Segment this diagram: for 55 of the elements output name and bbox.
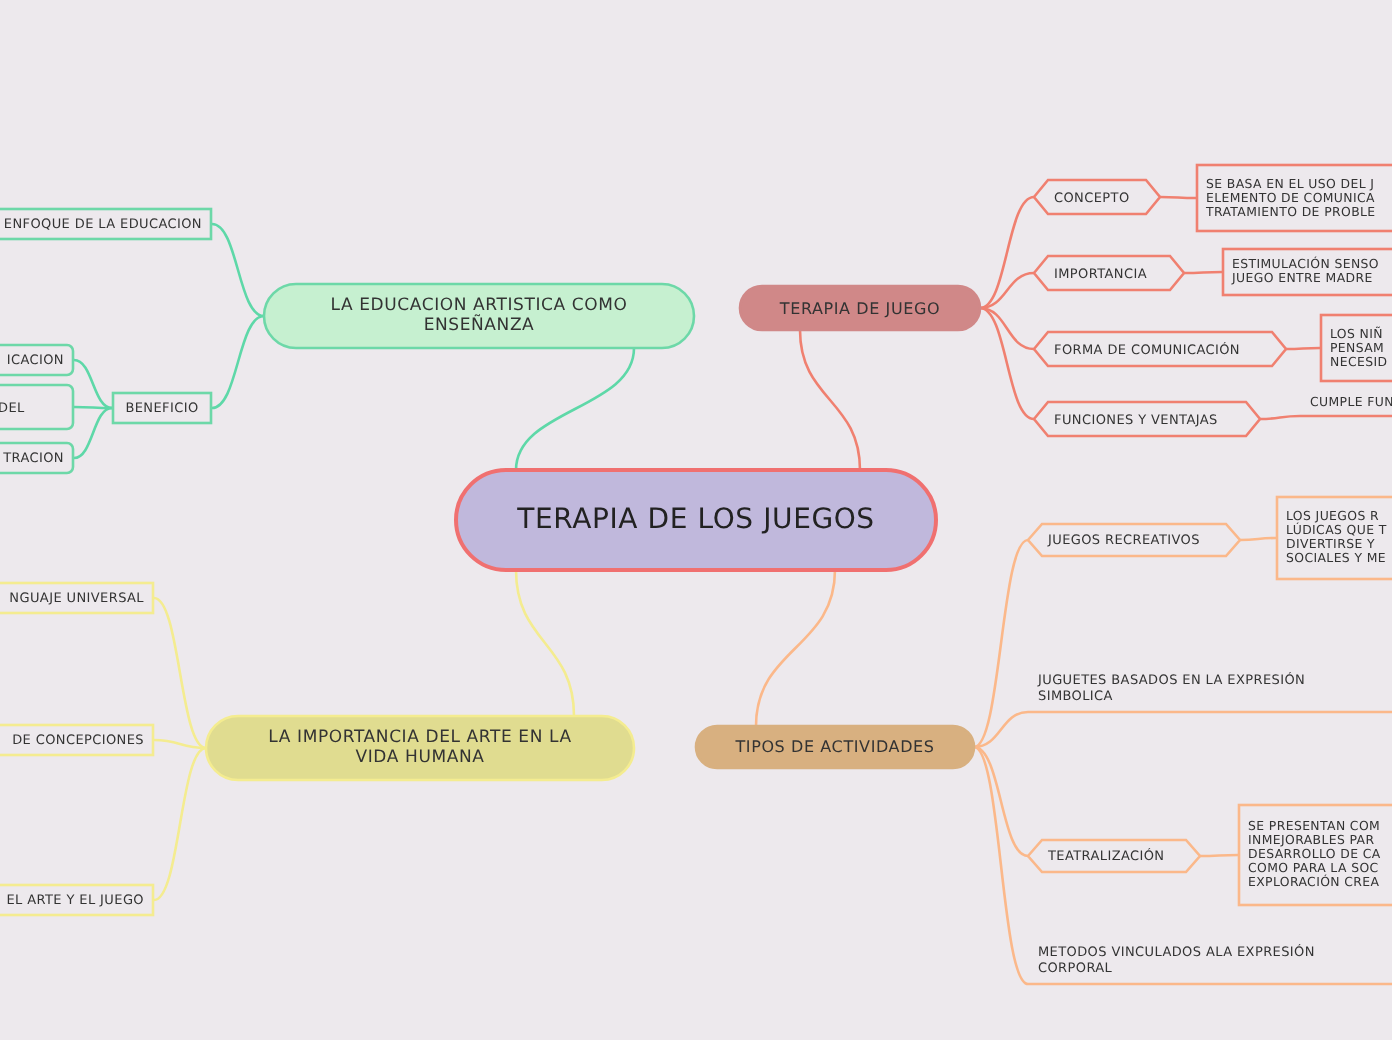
connector-line (973, 538, 1029, 749)
connector-line (754, 569, 837, 727)
connector-line (514, 569, 576, 717)
topic-pill (456, 470, 936, 570)
connector-line (979, 271, 1035, 310)
subtopic-hexagon (1028, 524, 1240, 556)
subtopic-box (1238, 804, 1392, 906)
connector-line (973, 745, 1029, 986)
connector-line (1160, 195, 1196, 200)
topic-text: LA IMPORTANCIA DEL ARTE EN LA VIDA HUMANA (266, 728, 574, 768)
subtopic-hexagon (1034, 180, 1160, 214)
connector-line (979, 195, 1035, 310)
topic-text: LA EDUCACION ARTISTICA COMO ENSEÑANZA (328, 296, 630, 336)
connector-line (514, 347, 636, 471)
topic-text: TERAPIA DE JUEGO (779, 299, 941, 317)
connector-line (211, 222, 265, 318)
subtopic-box (1276, 496, 1392, 580)
subtopic-box (0, 442, 74, 474)
connector-line (979, 306, 1035, 351)
connector-line (979, 306, 1035, 421)
topic-pill (206, 716, 634, 780)
connector-line (73, 358, 113, 410)
connector-line (74, 405, 112, 410)
subtopic-box (1320, 314, 1392, 382)
subtopic-hexagon (1034, 332, 1286, 366)
connector-line (798, 329, 862, 471)
connector-line (1286, 346, 1320, 351)
subtopic-box (0, 384, 74, 430)
topic-text: TIPOS DE ACTIVIDADES (735, 738, 935, 756)
topic-pill (740, 286, 980, 330)
connector-line (153, 738, 207, 750)
subtopic-box (0, 884, 154, 916)
subtopic-box (0, 344, 74, 376)
topic-text: TERAPIA DE LOS JUEGOS (517, 504, 875, 536)
connector-line (973, 710, 1029, 749)
subtopic-box (0, 724, 154, 756)
connector-line (1240, 536, 1276, 542)
subtopic-hexagon (1028, 840, 1200, 872)
subtopic-box (0, 208, 212, 240)
connector-line (1200, 853, 1238, 858)
subtopic-hexagon (1034, 402, 1260, 436)
topic-pill (264, 284, 694, 348)
connector-line (153, 746, 207, 902)
connector-line (153, 596, 207, 750)
connector-line (1260, 414, 1300, 421)
connector-line (73, 406, 113, 460)
subtopic-box (0, 582, 154, 614)
subtopic-box (1196, 164, 1392, 232)
topic-pill (696, 726, 974, 768)
connector-line (1184, 270, 1222, 275)
connector-line (973, 745, 1029, 858)
subtopic-box (112, 392, 212, 424)
subtopic-box (1222, 248, 1392, 296)
subtopic-hexagon (1034, 256, 1184, 290)
connector-line (211, 314, 265, 410)
